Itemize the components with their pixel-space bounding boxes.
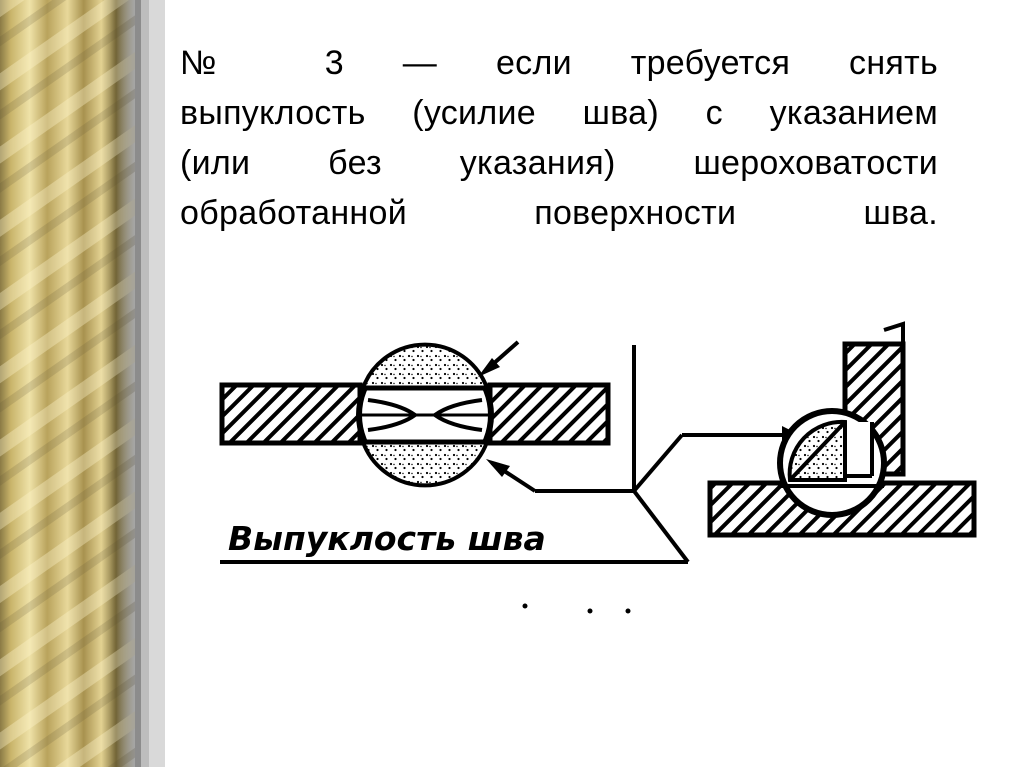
top-convexity [360,342,490,390]
slide-body-text: № 3 — если требуется снять выпуклость (у… [180,38,938,238]
fillet-weld-figure [707,321,977,538]
convexity-caption: Выпуклость шва [228,519,546,558]
left-plate-left-part [219,382,363,446]
text-line-4: обработанной поверхности шва. [180,194,938,232]
text-line-3: (или без указания) шероховатости [180,144,938,182]
plate-hook-mark [883,321,905,344]
bottom-convexity [360,440,490,488]
scan-dots [522,603,631,614]
text-line-1: № 3 — если требуется снять [180,44,938,82]
decorative-column [0,0,165,767]
weld-drawing: Выпуклость шва [219,321,977,614]
top-arrowhead [478,358,500,377]
decorative-column-graphic [0,0,165,767]
bottom-arrowhead [486,459,510,477]
left-plate-right-part [487,382,611,446]
designation-leaders [220,345,800,564]
butt-weld-figure [219,340,611,493]
text-line-2: выпуклость (усилие шва) с указанием [180,94,938,132]
